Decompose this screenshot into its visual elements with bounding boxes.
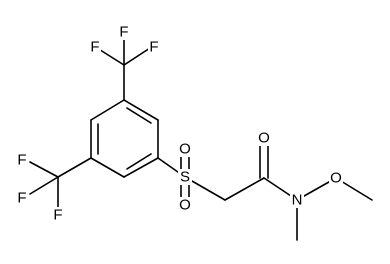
ring-double-bond	[126, 153, 152, 170]
bond	[224, 177, 265, 201]
atom-o: O	[258, 130, 270, 147]
cf3-group-left	[29, 157, 92, 209]
ring-bond	[90, 99, 125, 121]
atom-o: O	[179, 197, 191, 214]
atom-o: O	[330, 170, 342, 187]
ring-bond	[90, 157, 125, 178]
atom-f: F	[17, 190, 26, 207]
atom-f: F	[90, 39, 99, 56]
atom-labels: F F F F F F S O O O N O	[16, 24, 343, 224]
atom-f: F	[149, 39, 158, 56]
atom-f: F	[53, 207, 62, 224]
bond	[29, 161, 59, 178]
ring-bond	[123, 99, 159, 121]
bond	[57, 157, 92, 178]
atom-f: F	[119, 24, 128, 41]
atom-s: S	[180, 169, 190, 186]
bond	[29, 176, 59, 195]
atom-f: F	[17, 152, 26, 169]
atom-n: N	[292, 192, 303, 209]
bond	[123, 47, 151, 66]
bond	[96, 47, 125, 66]
benzene-ring	[90, 99, 159, 178]
cf3-group-top	[96, 33, 151, 101]
ring-bond	[123, 157, 159, 178]
atom-o: O	[179, 141, 191, 158]
ring-double-bond	[126, 107, 152, 124]
